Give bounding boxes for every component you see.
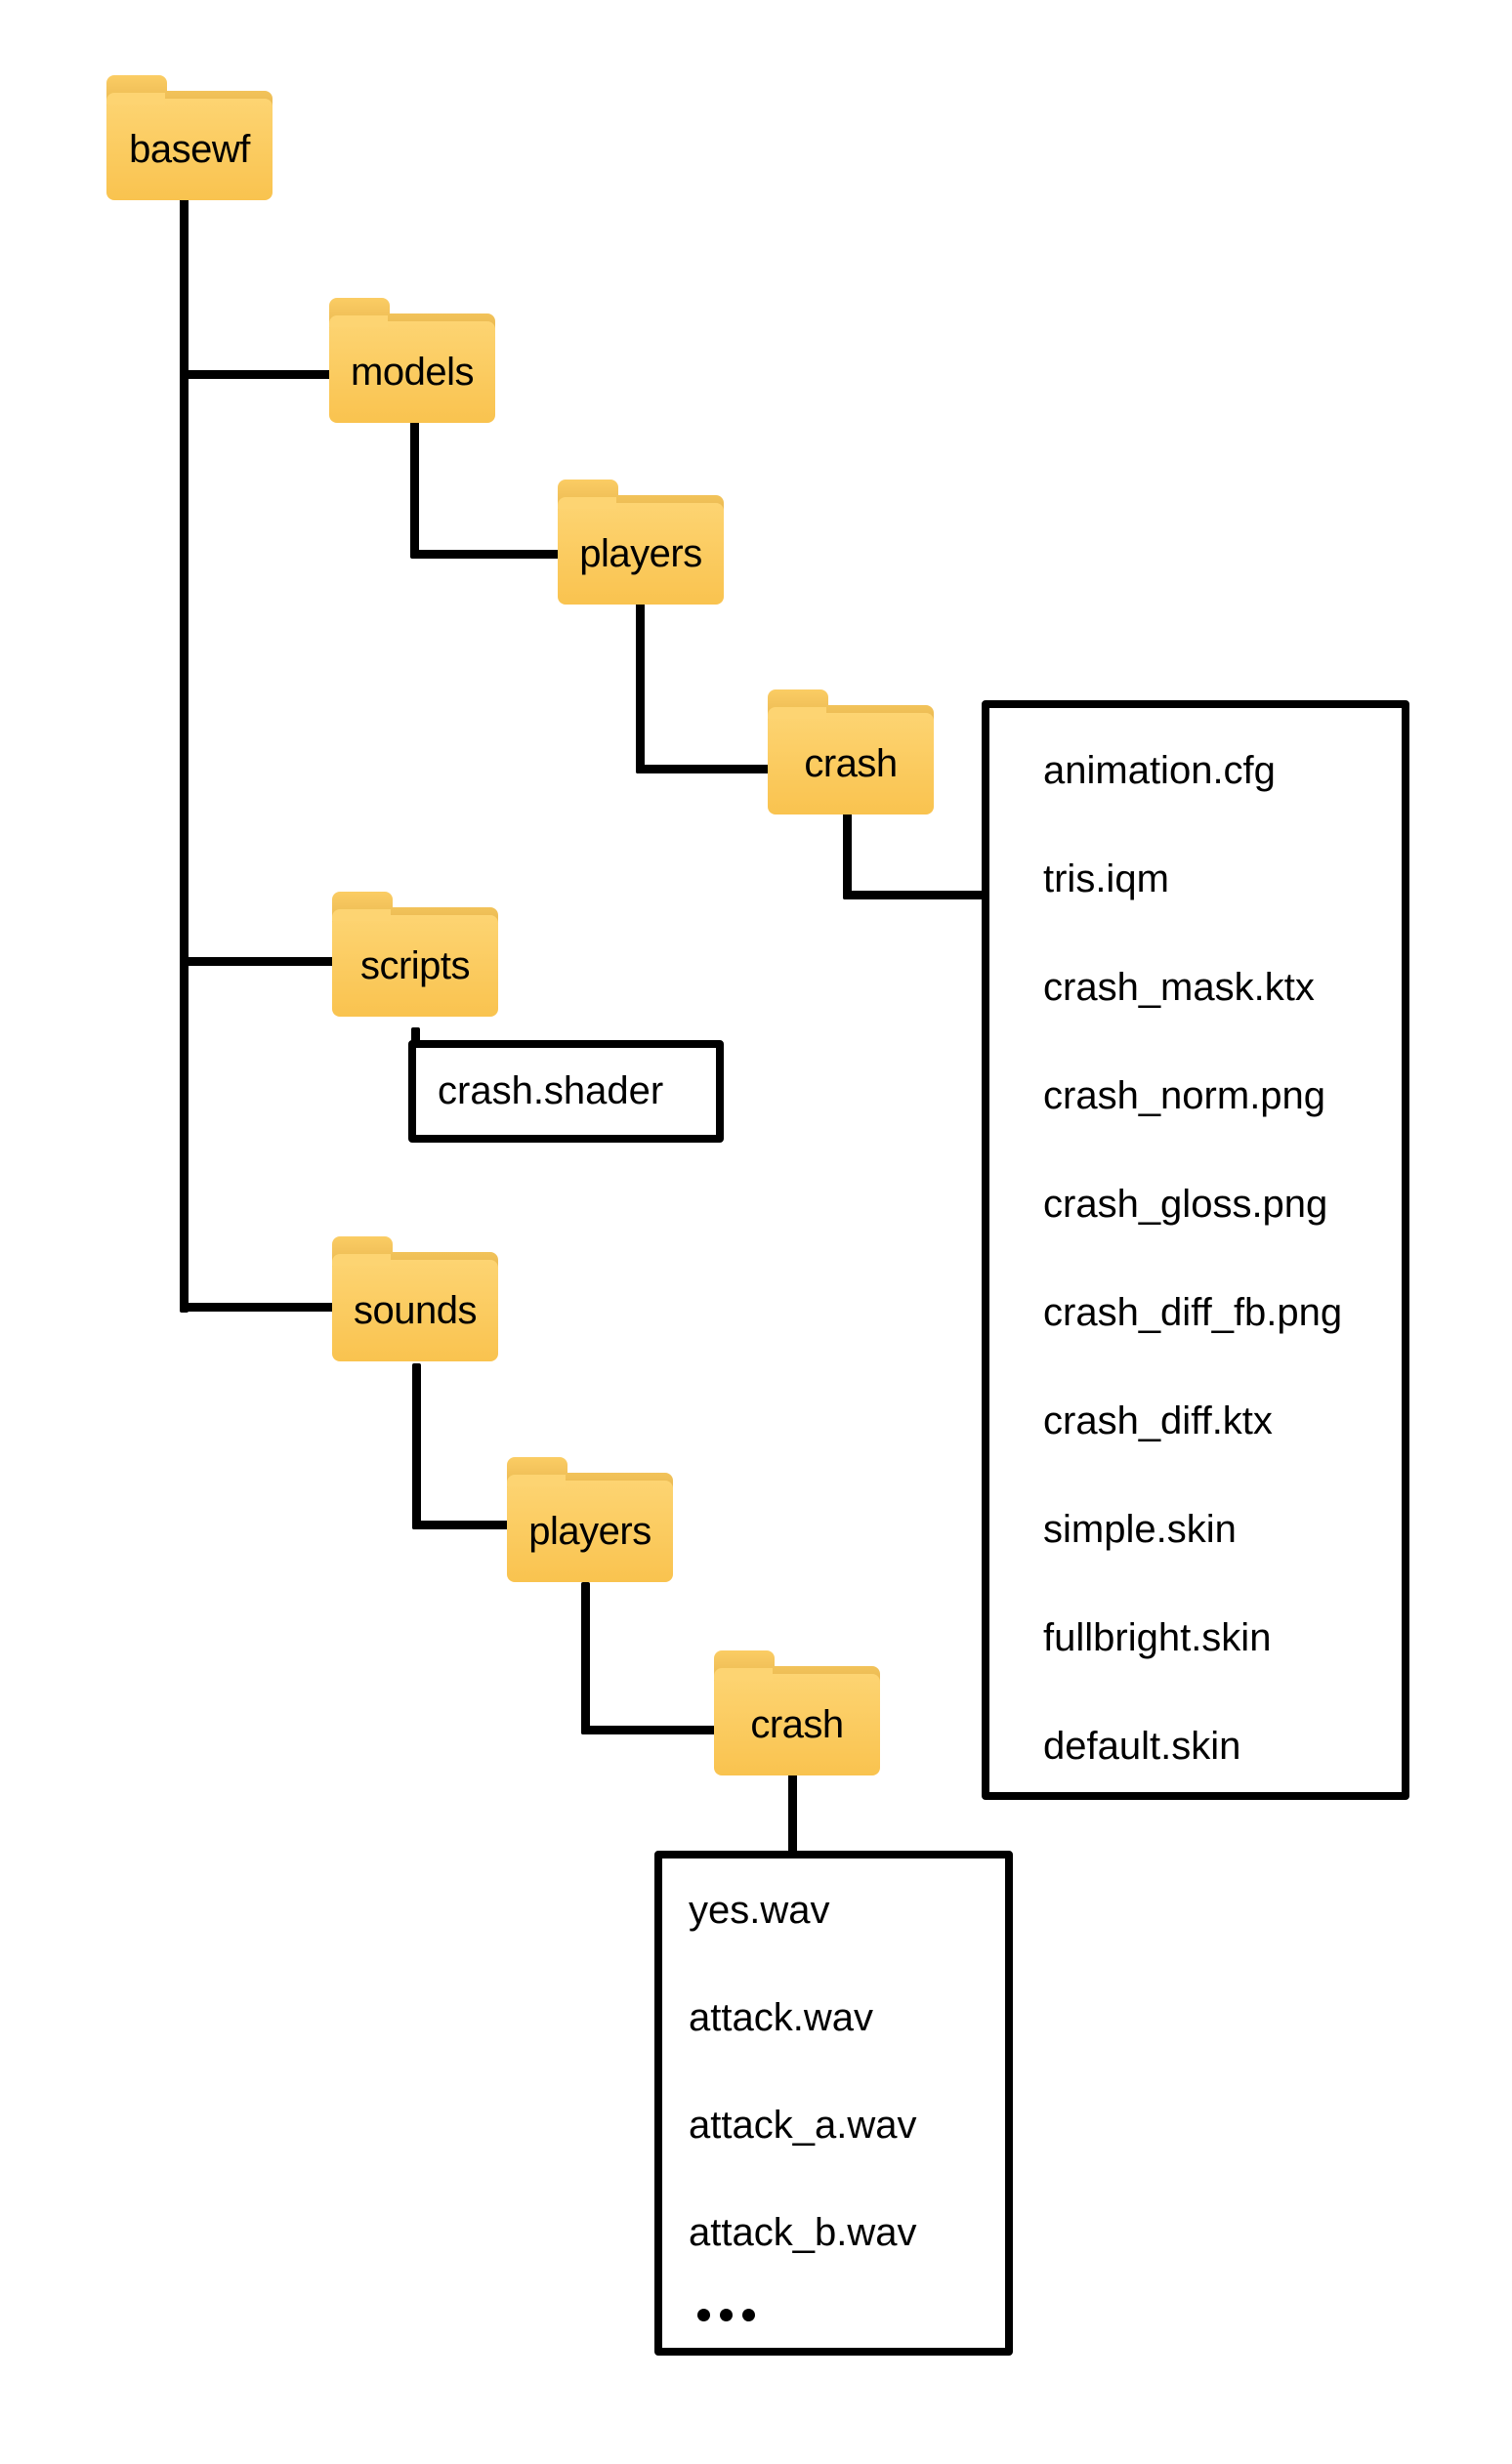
ellipsis-dot	[742, 2309, 755, 2321]
folder-icon: sounds	[332, 1254, 498, 1361]
file-box-crash-shader: crash.shader	[408, 1040, 724, 1143]
connector-splayers-scrash-h	[581, 1726, 718, 1734]
folder-sounds-players[interactable]: players	[507, 1457, 673, 1582]
file-box-sound-crash: yes.wav attack.wav attack_a.wav attack_b…	[654, 1851, 1013, 2356]
file-item[interactable]: fullbright.skin	[1043, 1616, 1272, 1659]
connector-scripts-shader	[411, 1027, 420, 1047]
folder-label: players	[579, 532, 702, 575]
file-item[interactable]: animation.cfg	[1043, 749, 1276, 792]
branch-to-sounds	[180, 1303, 336, 1312]
folder-label: players	[528, 1510, 651, 1553]
file-item[interactable]: attack_b.wav	[689, 2211, 917, 2254]
file-item[interactable]: tris.iqm	[1043, 857, 1169, 900]
folder-sounds[interactable]: sounds	[332, 1236, 498, 1361]
connector-models-players-v	[410, 420, 419, 558]
folder-label: models	[351, 351, 474, 394]
folder-icon: players	[507, 1475, 673, 1582]
file-item[interactable]: default.skin	[1043, 1725, 1241, 1768]
file-item[interactable]: yes.wav	[689, 1889, 830, 1932]
file-item[interactable]: crash_norm.png	[1043, 1074, 1326, 1117]
connector-models-players-h	[410, 550, 562, 559]
file-item[interactable]: attack_a.wav	[689, 2104, 917, 2147]
file-item[interactable]: crash.shader	[438, 1069, 664, 1112]
file-item[interactable]: simple.skin	[1043, 1508, 1237, 1551]
file-item[interactable]: attack.wav	[689, 1996, 873, 2039]
folder-scripts[interactable]: scripts	[332, 892, 498, 1017]
folder-label: crash	[750, 1703, 844, 1746]
file-item[interactable]: crash_diff_fb.png	[1043, 1291, 1343, 1334]
folder-icon: models	[329, 315, 495, 423]
connector-scrash-files	[788, 1771, 797, 1857]
file-item[interactable]: crash_diff.ktx	[1043, 1399, 1273, 1442]
folder-icon: players	[558, 497, 724, 605]
folder-models[interactable]: models	[329, 298, 495, 423]
connector-players-crash-v	[636, 601, 645, 773]
folder-icon: basewf	[106, 93, 273, 200]
folder-label: sounds	[354, 1289, 477, 1332]
folder-label: basewf	[129, 128, 250, 171]
connector-crash-files-v	[843, 811, 852, 899]
ellipsis-dot	[720, 2309, 733, 2321]
folder-icon: crash	[714, 1668, 880, 1775]
folder-sounds-players-crash[interactable]: crash	[714, 1650, 880, 1775]
connector-splayers-scrash-v	[581, 1582, 590, 1734]
connector-crash-files-h	[843, 891, 987, 899]
connector-sounds-players-v	[412, 1363, 421, 1529]
ellipsis-dot	[697, 2309, 710, 2321]
branch-to-scripts	[180, 957, 336, 966]
file-box-model-crash: animation.cfg tris.iqm crash_mask.ktx cr…	[982, 700, 1409, 1800]
folder-label: scripts	[359, 944, 471, 987]
folder-label: crash	[804, 742, 898, 785]
folder-models-players-crash[interactable]: crash	[768, 689, 934, 814]
folder-basewf[interactable]: basewf	[106, 75, 273, 200]
folder-icon: scripts	[332, 909, 498, 1017]
file-item[interactable]: crash_gloss.png	[1043, 1183, 1328, 1226]
connector-sounds-players-h	[412, 1521, 511, 1529]
more-files-ellipsis-icon	[697, 2309, 755, 2321]
folder-icon: crash	[768, 707, 934, 814]
folder-models-players[interactable]: players	[558, 480, 724, 605]
file-item[interactable]: crash_mask.ktx	[1043, 966, 1315, 1009]
trunk-basewf	[180, 195, 189, 1313]
connector-players-crash-h	[636, 765, 772, 773]
branch-to-models	[180, 370, 334, 379]
